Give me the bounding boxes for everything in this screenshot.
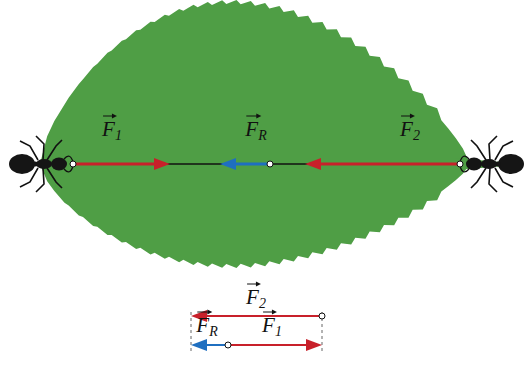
application-point [225, 342, 231, 348]
force-vectors [70, 158, 463, 352]
force-arrow-head [191, 339, 207, 351]
ant-leg [489, 168, 497, 192]
vector-label: F2 [400, 113, 420, 143]
left-ant [9, 136, 73, 192]
ant-leg [471, 168, 486, 188]
vector-label: F1 [102, 113, 122, 143]
force-arrow-head [154, 158, 170, 170]
application-point [457, 161, 463, 167]
ant-leg [47, 140, 62, 160]
ant-thorax [481, 159, 497, 169]
leaf [40, 0, 506, 268]
ant-head [466, 158, 482, 171]
application-point [267, 161, 273, 167]
ant-leg [489, 136, 497, 160]
ant-leg [471, 140, 486, 160]
ant-head [51, 158, 67, 171]
vector-marks [103, 114, 415, 315]
application-point [319, 313, 325, 319]
vector-label: F2 [246, 281, 266, 311]
force-arrow-shaft [73, 163, 155, 166]
force-arrow-shaft [228, 344, 307, 346]
force-arrow-shaft [320, 163, 460, 166]
force-arrow-head [306, 339, 322, 351]
force-arrow-head [220, 158, 236, 170]
vector-label: F1 [262, 309, 282, 339]
guide-line [191, 312, 192, 352]
force-arrow-head [305, 158, 321, 170]
ant-thorax [36, 159, 52, 169]
ant-abdomen [498, 154, 524, 174]
ant-abdomen [9, 154, 35, 174]
ant-leg [47, 168, 62, 188]
ant-leg [36, 168, 44, 192]
force-arrow-shaft [235, 163, 270, 166]
right-ant [460, 136, 524, 192]
vector-label: FR [196, 309, 217, 339]
vector-label: FR [245, 113, 266, 143]
application-point [70, 161, 76, 167]
leaf-stem [455, 158, 506, 170]
ant-leg [36, 136, 44, 160]
leaf-blade [40, 0, 470, 268]
ants [9, 136, 524, 192]
